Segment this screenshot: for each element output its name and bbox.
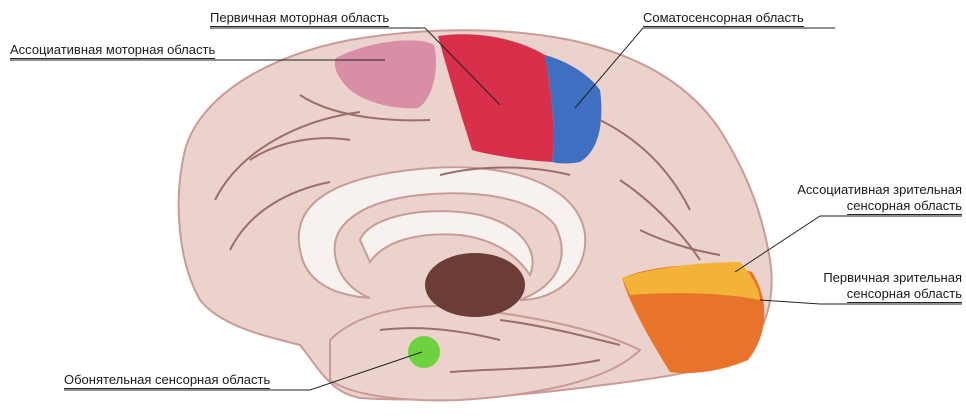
label-associative-motor-text: Ассоциативная моторная область bbox=[10, 42, 215, 59]
label-associative-visual-line2: сенсорная область bbox=[847, 198, 962, 215]
label-associative-visual-line1: Ассоциативная зрительная bbox=[797, 182, 962, 198]
label-primary-visual-line2: сенсорная область bbox=[847, 286, 962, 303]
label-associative-visual: Ассоциативная зрительная сенсорная облас… bbox=[797, 182, 962, 214]
label-primary-motor-text: Первичная моторная область bbox=[210, 10, 389, 27]
label-primary-motor: Первичная моторная область bbox=[210, 10, 389, 26]
label-primary-visual-line1: Первичная зрительная bbox=[823, 270, 962, 286]
olfactory-area bbox=[408, 336, 440, 368]
label-somatosensory-text: Соматосенсорная область bbox=[643, 10, 804, 27]
label-somatosensory: Соматосенсорная область bbox=[643, 10, 804, 26]
label-associative-motor: Ассоциативная моторная область bbox=[10, 42, 215, 58]
label-primary-visual: Первичная зрительная сенсорная область bbox=[823, 270, 962, 302]
label-olfactory-text: Обонятельная сенсорная область bbox=[64, 372, 270, 389]
thalamus bbox=[425, 253, 525, 317]
label-olfactory: Обонятельная сенсорная область bbox=[64, 372, 270, 388]
